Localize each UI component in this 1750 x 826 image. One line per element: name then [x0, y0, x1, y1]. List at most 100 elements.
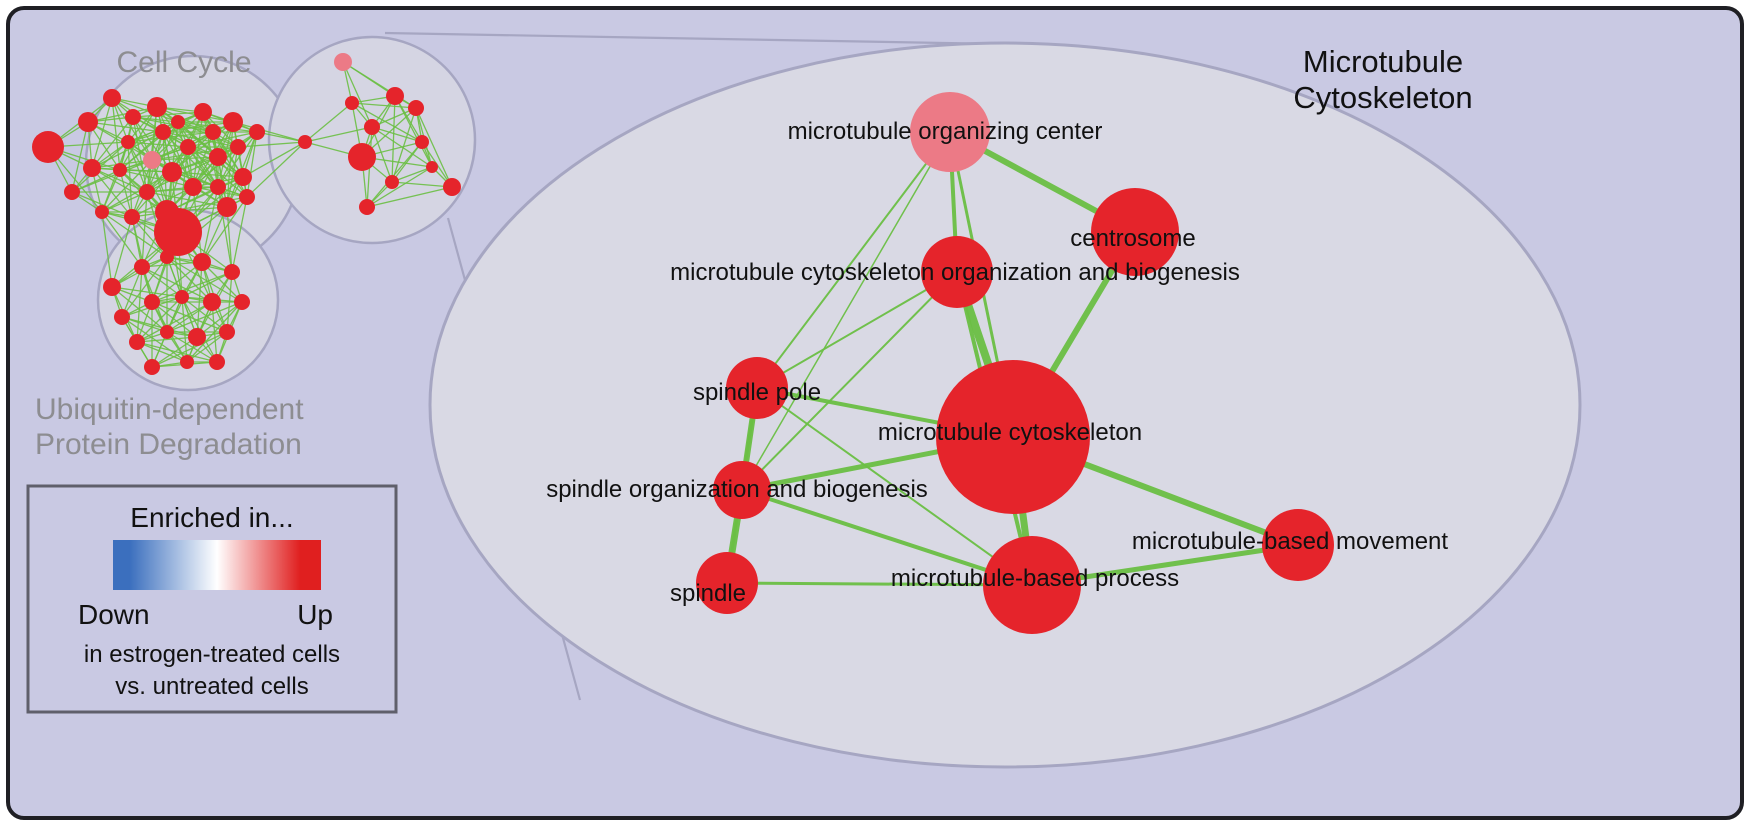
mini-edge: [151, 271, 233, 303]
mini-edge: [202, 111, 219, 188]
mini-edge: [201, 261, 243, 303]
mini-node: [103, 278, 121, 296]
mini-edge: [246, 141, 306, 198]
mini-node: [180, 139, 196, 155]
mini-edge: [232, 121, 306, 143]
mini-edge: [217, 131, 258, 188]
mini-node: [171, 115, 185, 129]
main-network-labels: microtubule organizing centercentrosomem…: [546, 118, 1448, 607]
mini-edge: [212, 131, 244, 178]
mini-edge: [136, 296, 183, 343]
mini-edge: [87, 121, 153, 161]
mini-node: [345, 96, 359, 110]
node-label-centrosome: centrosome: [1070, 225, 1195, 252]
node-spindle_pole: [726, 357, 788, 419]
mini-node: [426, 161, 438, 173]
mini-edge: [226, 206, 233, 273]
mini-edge: [101, 191, 148, 213]
mini-edge: [242, 141, 306, 178]
mini-node: [113, 163, 127, 177]
mini-node: [162, 162, 182, 182]
mini-edge: [304, 102, 353, 143]
mini-edge: [111, 97, 179, 123]
mini-edge: [394, 95, 433, 168]
mini-node: [103, 89, 121, 107]
mini-edge: [91, 97, 113, 169]
mini-node: [205, 124, 221, 140]
mini-node: [359, 199, 375, 215]
mini-node: [224, 264, 240, 280]
mini-edge: [71, 159, 153, 193]
mini-edge: [136, 266, 143, 343]
mini-edge: [366, 166, 433, 208]
mini-node: [249, 124, 265, 140]
mini-node: [415, 135, 429, 149]
mini-edge: [246, 131, 258, 198]
mini-node: [230, 139, 246, 155]
mini-edge: [171, 121, 234, 173]
mini-node: [180, 355, 194, 369]
mini-node: [193, 253, 211, 271]
mini-node: [234, 294, 250, 310]
mini-edge: [151, 331, 228, 368]
edge-spindle-mbp: [725, 581, 1034, 587]
ubiquitin-title-line2: Protein Degradation: [35, 428, 302, 461]
mini-node: [125, 109, 141, 125]
mini-edge: [91, 116, 134, 169]
edge-moc-sob: [741, 131, 951, 491]
mini-edge: [192, 131, 214, 188]
mini-edge: [231, 196, 248, 273]
mini-node: [121, 135, 135, 149]
mini-node: [95, 205, 109, 219]
mini-node: [144, 359, 160, 375]
mini-edge: [196, 301, 243, 338]
mini-node: [144, 294, 160, 310]
mini-edge: [201, 196, 248, 263]
mini-edge: [391, 107, 417, 183]
mini-network-nodes: [32, 53, 461, 375]
legend: Enriched in... Down Up in estrogen-treat…: [26, 484, 398, 714]
mini-node: [129, 334, 145, 350]
legend-title: Enriched in...: [130, 502, 293, 533]
mini-node: [184, 178, 202, 196]
mini-edge: [166, 256, 213, 303]
mini-edge: [366, 141, 423, 208]
mini-node: [203, 293, 221, 311]
mini-edge: [151, 336, 198, 368]
node-label-spindle: spindle: [670, 580, 746, 607]
node-label-sob: spindle organization and biogenesis: [546, 476, 928, 503]
edge-mcob-sob: [741, 271, 958, 491]
mini-edge: [91, 131, 164, 169]
mini-edge: [166, 301, 213, 333]
mini-edge: [141, 266, 183, 298]
mini-node: [217, 197, 237, 217]
mini-edge: [342, 61, 373, 128]
mini-edge: [141, 191, 148, 268]
mini-node: [334, 53, 352, 71]
mini-edge: [146, 191, 228, 208]
mini-edge: [186, 331, 228, 363]
zoom-connector-line: [384, 31, 1001, 46]
mini-node: [298, 135, 312, 149]
mini-edge: [111, 97, 121, 171]
mini-node: [219, 324, 235, 340]
mini-node: [160, 325, 174, 339]
mini-node: [147, 97, 167, 117]
mini-node: [188, 328, 206, 346]
node-centrosome: [1091, 188, 1179, 276]
cell-cycle-title: Cell Cycle: [116, 46, 251, 79]
mini-edge: [101, 159, 153, 213]
mini-edge: [166, 301, 243, 333]
mini-edge: [136, 341, 188, 363]
mini-node: [348, 143, 376, 171]
mini-node: [209, 148, 227, 166]
mini-node: [194, 103, 212, 121]
mini-edge: [119, 106, 158, 171]
mini-node: [155, 124, 171, 140]
mini-edge: [391, 95, 396, 183]
mini-edge: [177, 121, 219, 188]
legend-footer-line2: vs. untreated cells: [115, 673, 308, 700]
mini-edge: [391, 181, 453, 188]
mini-edge: [201, 186, 219, 263]
